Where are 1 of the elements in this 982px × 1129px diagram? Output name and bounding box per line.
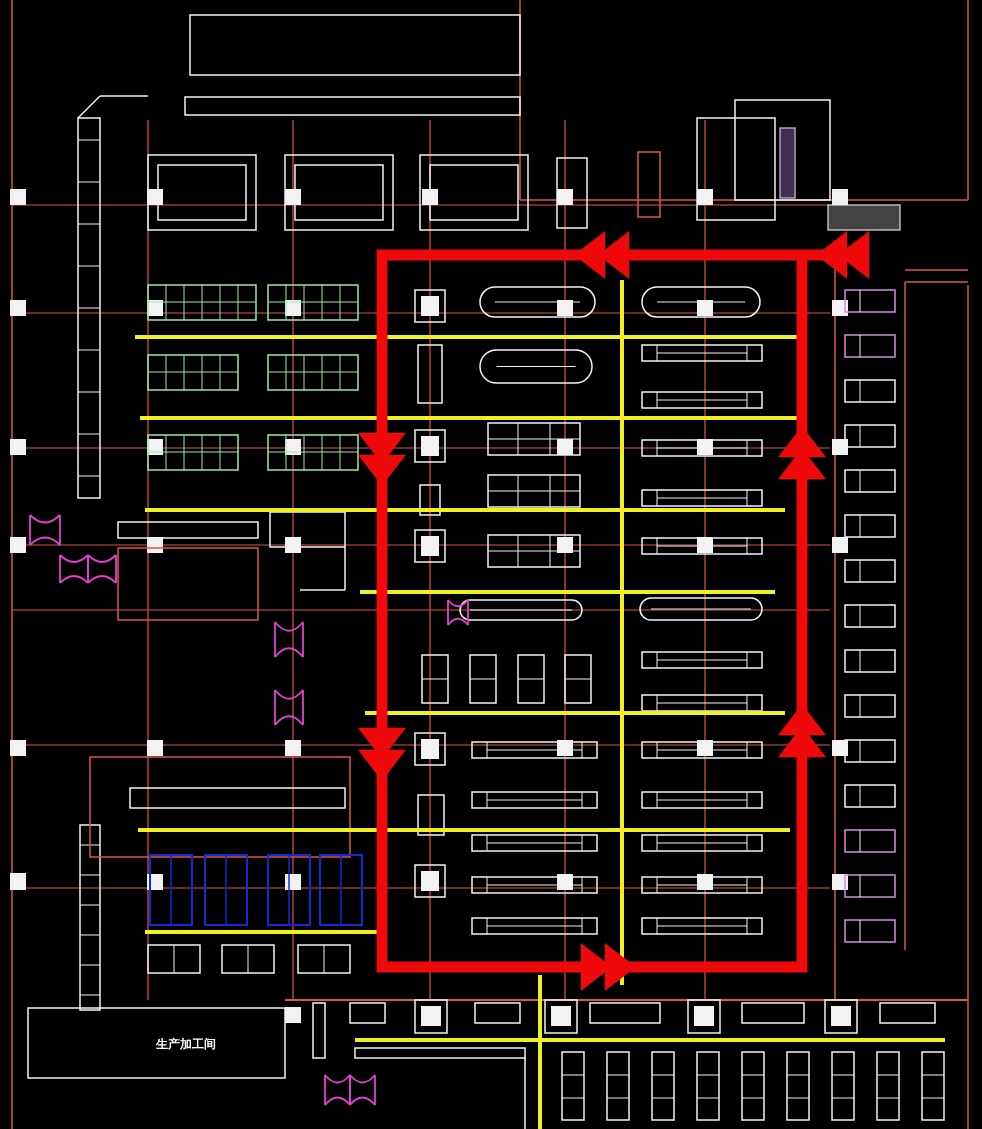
- room-label: 生产加工间: [156, 1036, 216, 1053]
